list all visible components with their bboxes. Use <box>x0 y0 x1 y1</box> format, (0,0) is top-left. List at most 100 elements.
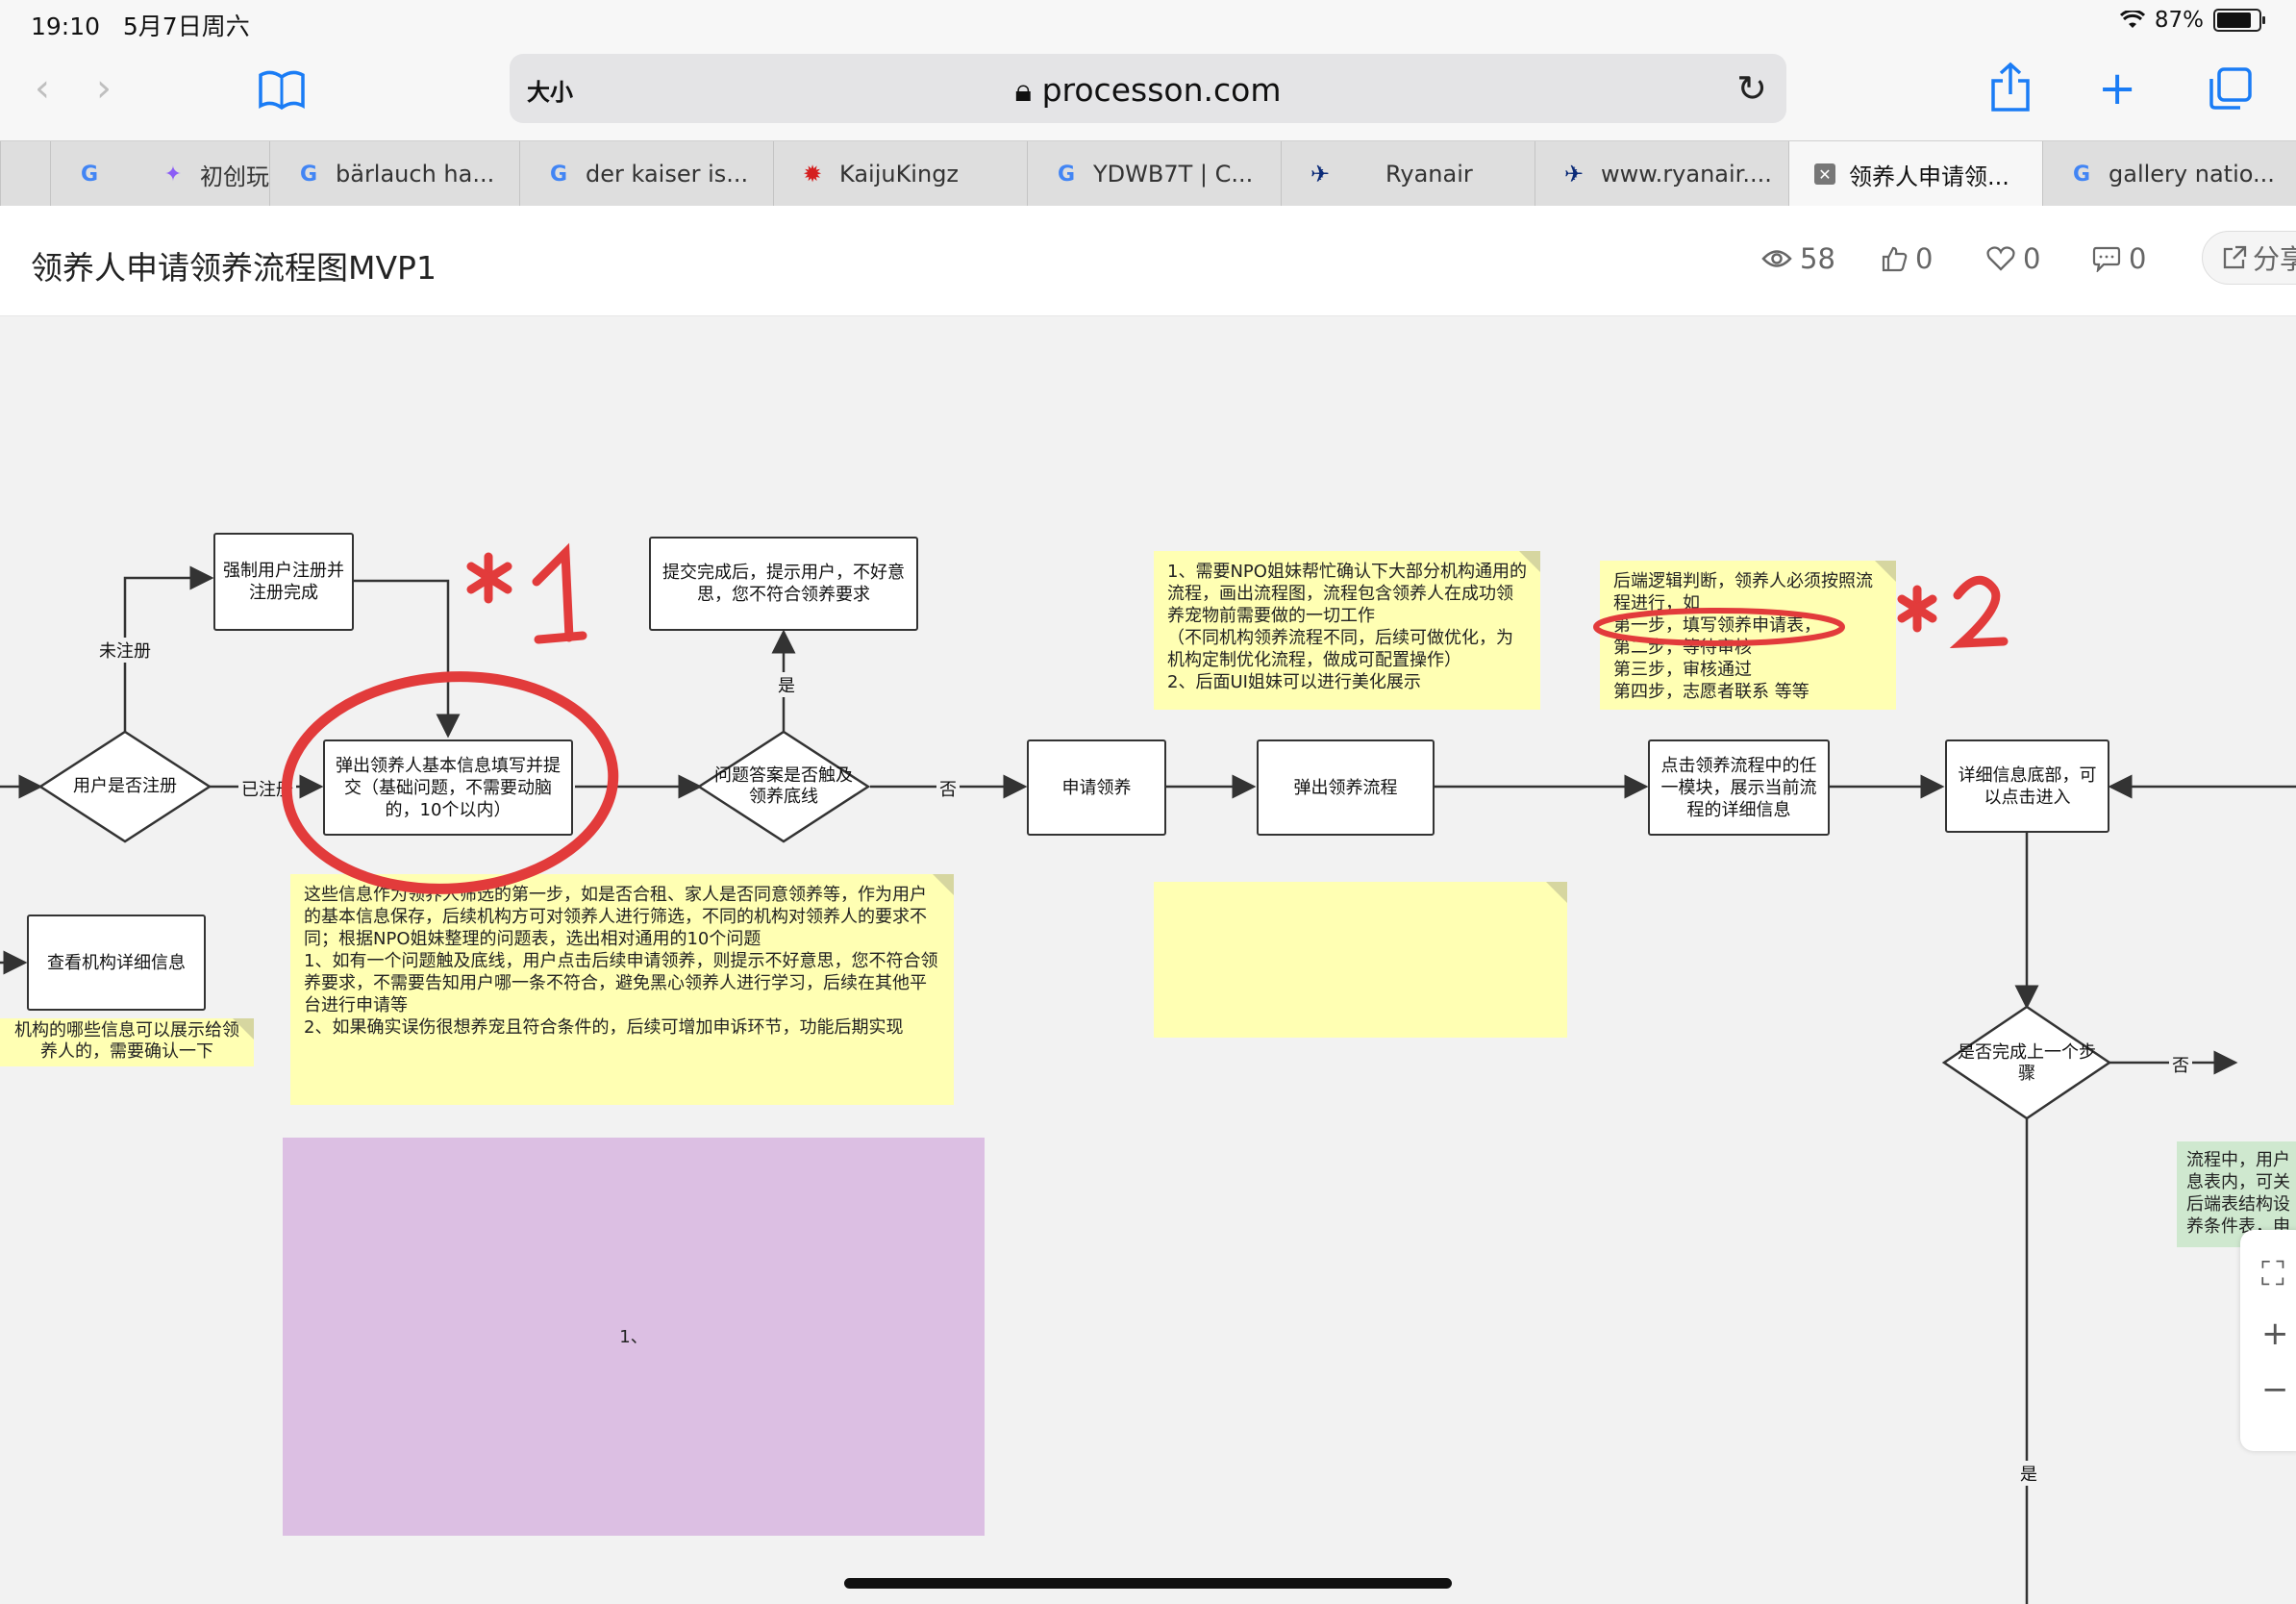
tab-label: www.ryanair.... <box>1601 161 1772 188</box>
tab-label: der kaiser is... <box>586 161 749 188</box>
edge-label-no-2: 否 <box>2169 1052 2192 1077</box>
node-popup-basic-info[interactable]: 弹出领养人基本信息填写并提交（基础问题，不需要动脑的，10个以内） <box>323 739 573 836</box>
decision-bottomline-shape <box>696 730 871 843</box>
note-green[interactable]: 流程中，用户 息表内，可关 后端表结构设 养条件表，申 <box>2177 1141 2296 1247</box>
close-icon[interactable]: ✕ <box>1814 163 1835 185</box>
note-info[interactable]: 这些信息作为领养人筛选的第一步，如是否合租、家人是否同意领养等，作为用户的基本信… <box>290 874 954 1105</box>
tab-pinned[interactable] <box>0 141 50 207</box>
google-icon: G <box>1057 162 1076 187</box>
tab-label: 初创玩家 <box>200 163 269 190</box>
share-icon[interactable] <box>1988 62 2033 113</box>
decision-completed-shape <box>1941 1005 2112 1120</box>
page-header: 领养人申请领养流程图MVP1 58 0 0 0 分享 <box>0 206 2296 316</box>
ryanair-icon: ✈ <box>1310 161 1331 188</box>
note-org[interactable]: 机构的哪些信息可以展示给领养人的，需要确认一下 <box>0 1018 254 1066</box>
home-indicator <box>844 1578 1452 1589</box>
google-icon: G <box>2072 162 2091 187</box>
note-purple[interactable]: 1、 <box>283 1138 985 1536</box>
red-circle-mark <box>281 671 619 894</box>
chevron-left-icon[interactable]: ‹ <box>35 66 50 111</box>
text-size-button[interactable]: 大小 <box>527 79 573 106</box>
address-bar[interactable]: 大小 🔒︎ processon.com ↻ <box>510 54 1786 123</box>
comment-button[interactable]: 0 <box>2092 242 2146 275</box>
decision-bottomline[interactable]: 问题答案是否触及领养底线 <box>714 765 853 807</box>
tab-label: KaijuKingz <box>839 161 960 188</box>
decision-registered-shape <box>37 730 212 843</box>
page-title: 领养人申请领养流程图MVP1 <box>31 249 437 287</box>
tab-label: YDWB7T | C... <box>1093 161 1254 188</box>
favorite-button[interactable]: 0 <box>1986 242 2040 275</box>
book-icon[interactable] <box>258 69 306 112</box>
tab-ryanair-www[interactable]: ✈ www.ryanair.... <box>1535 141 1788 207</box>
edge-label-yes: 是 <box>775 672 798 697</box>
comments-count: 0 <box>2129 242 2147 275</box>
decision-completed[interactable]: 是否完成上一个步骤 <box>1958 1042 2096 1084</box>
connector-lines <box>0 565 2296 1604</box>
tab-google[interactable]: G <box>50 141 135 207</box>
fullscreen-icon[interactable]: ⛶ <box>2261 1255 2284 1293</box>
node-popup-flow[interactable]: 弹出领养流程 <box>1257 739 1435 836</box>
note-backend[interactable]: 后端逻辑判断，领养人必须按照流程进行，如 第一步，填写领养申请表， 第二步，等待… <box>1600 561 1896 710</box>
chevron-right-icon[interactable]: › <box>96 66 112 111</box>
red-underline-mark <box>1593 608 1845 646</box>
like-button[interactable]: 0 <box>1881 242 1933 275</box>
annotation-2-mark <box>1897 576 2009 649</box>
node-forced-register[interactable]: 强制用户注册并注册完成 <box>213 533 354 631</box>
google-icon: G <box>549 162 568 187</box>
plus-icon[interactable]: + <box>2098 62 2137 115</box>
tab-label: gallery natio... <box>2109 161 2275 188</box>
tab-kaijukingz[interactable]: ✹ KaijuKingz <box>773 141 1027 207</box>
thumbs-up-icon <box>1882 246 1908 272</box>
tab-ryanair[interactable]: ✈ Ryanair <box>1281 141 1535 207</box>
zoom-out-icon[interactable]: − <box>2261 1370 2289 1409</box>
note-empty[interactable] <box>1154 882 1567 1038</box>
node-view-org-detail[interactable]: 查看机构详细信息 <box>27 915 206 1011</box>
share-label: 分享 <box>2253 243 2296 275</box>
likes-count: 0 <box>1915 242 1934 275</box>
external-share-icon <box>2223 245 2247 269</box>
zoom-in-icon[interactable]: + <box>2261 1315 2289 1353</box>
tab-chuangwanjia[interactable]: ✦ 初创玩家 <box>135 141 269 207</box>
status-time: 19:10 <box>31 13 101 40</box>
decision-registered[interactable]: 用户是否注册 <box>73 776 177 796</box>
tab-active-processon[interactable]: ✕ 领养人申请领... <box>1788 141 2042 207</box>
reload-icon[interactable]: ↻ <box>1736 67 1767 110</box>
battery-icon <box>2213 9 2265 32</box>
comment-icon <box>2092 246 2121 272</box>
diagram-canvas[interactable]: 强制用户注册并注册完成 弹出领养人基本信息填写并提交（基础问题，不需要动脑的，1… <box>0 316 2296 1604</box>
battery-percent: 87% <box>2154 8 2204 33</box>
browser-toolbar: ‹ › 大小 🔒︎ processon.com ↻ + <box>0 44 2296 140</box>
views-stat: 58 <box>1761 242 1835 275</box>
node-apply-adopt[interactable]: 申请领养 <box>1027 739 1166 836</box>
annotation-1-mark <box>466 542 587 644</box>
kaiju-icon: ✹ <box>802 161 823 188</box>
tab-label: 领养人申请领... <box>1849 163 2009 190</box>
node-detail-bottom[interactable]: 详细信息底部，可以点击进入 <box>1945 739 2109 833</box>
edge-label-unregistered: 未注册 <box>96 638 154 663</box>
heart-icon <box>1986 246 2015 271</box>
google-icon: G <box>299 162 318 187</box>
tab-label: Ryanair <box>1385 161 1473 188</box>
status-bar: 19:10 5月7日周六 87% <box>0 0 2296 44</box>
note-purple-text: 1、 <box>619 1326 648 1347</box>
favorites-count: 0 <box>2023 242 2041 275</box>
url-text: processon.com <box>1041 71 1282 109</box>
tab-label: bärlauch ha... <box>336 161 495 188</box>
battery-fill <box>2217 13 2251 28</box>
app-icon: ✦ <box>163 162 183 187</box>
views-count: 58 <box>1800 242 1835 275</box>
share-button[interactable]: 分享 <box>2202 231 2296 285</box>
tab-ydwb7t[interactable]: G YDWB7T | C... <box>1027 141 1281 207</box>
note-npo[interactable]: 1、需要NPO姐妹帮忙确认下大部分机构通用的流程，画出流程图，流程包含领养人在成… <box>1154 551 1540 710</box>
eye-icon <box>1761 250 1792 267</box>
ryanair-icon: ✈ <box>1563 161 1585 188</box>
tabs-icon[interactable] <box>2208 65 2254 112</box>
node-click-module[interactable]: 点击领养流程中的任一模块，展示当前流程的详细信息 <box>1648 739 1830 836</box>
wifi-icon <box>2119 11 2145 28</box>
status-date: 5月7日周六 <box>122 13 250 40</box>
node-submit-reject[interactable]: 提交完成后，提示用户，不好意思，您不符合领养要求 <box>649 537 918 631</box>
